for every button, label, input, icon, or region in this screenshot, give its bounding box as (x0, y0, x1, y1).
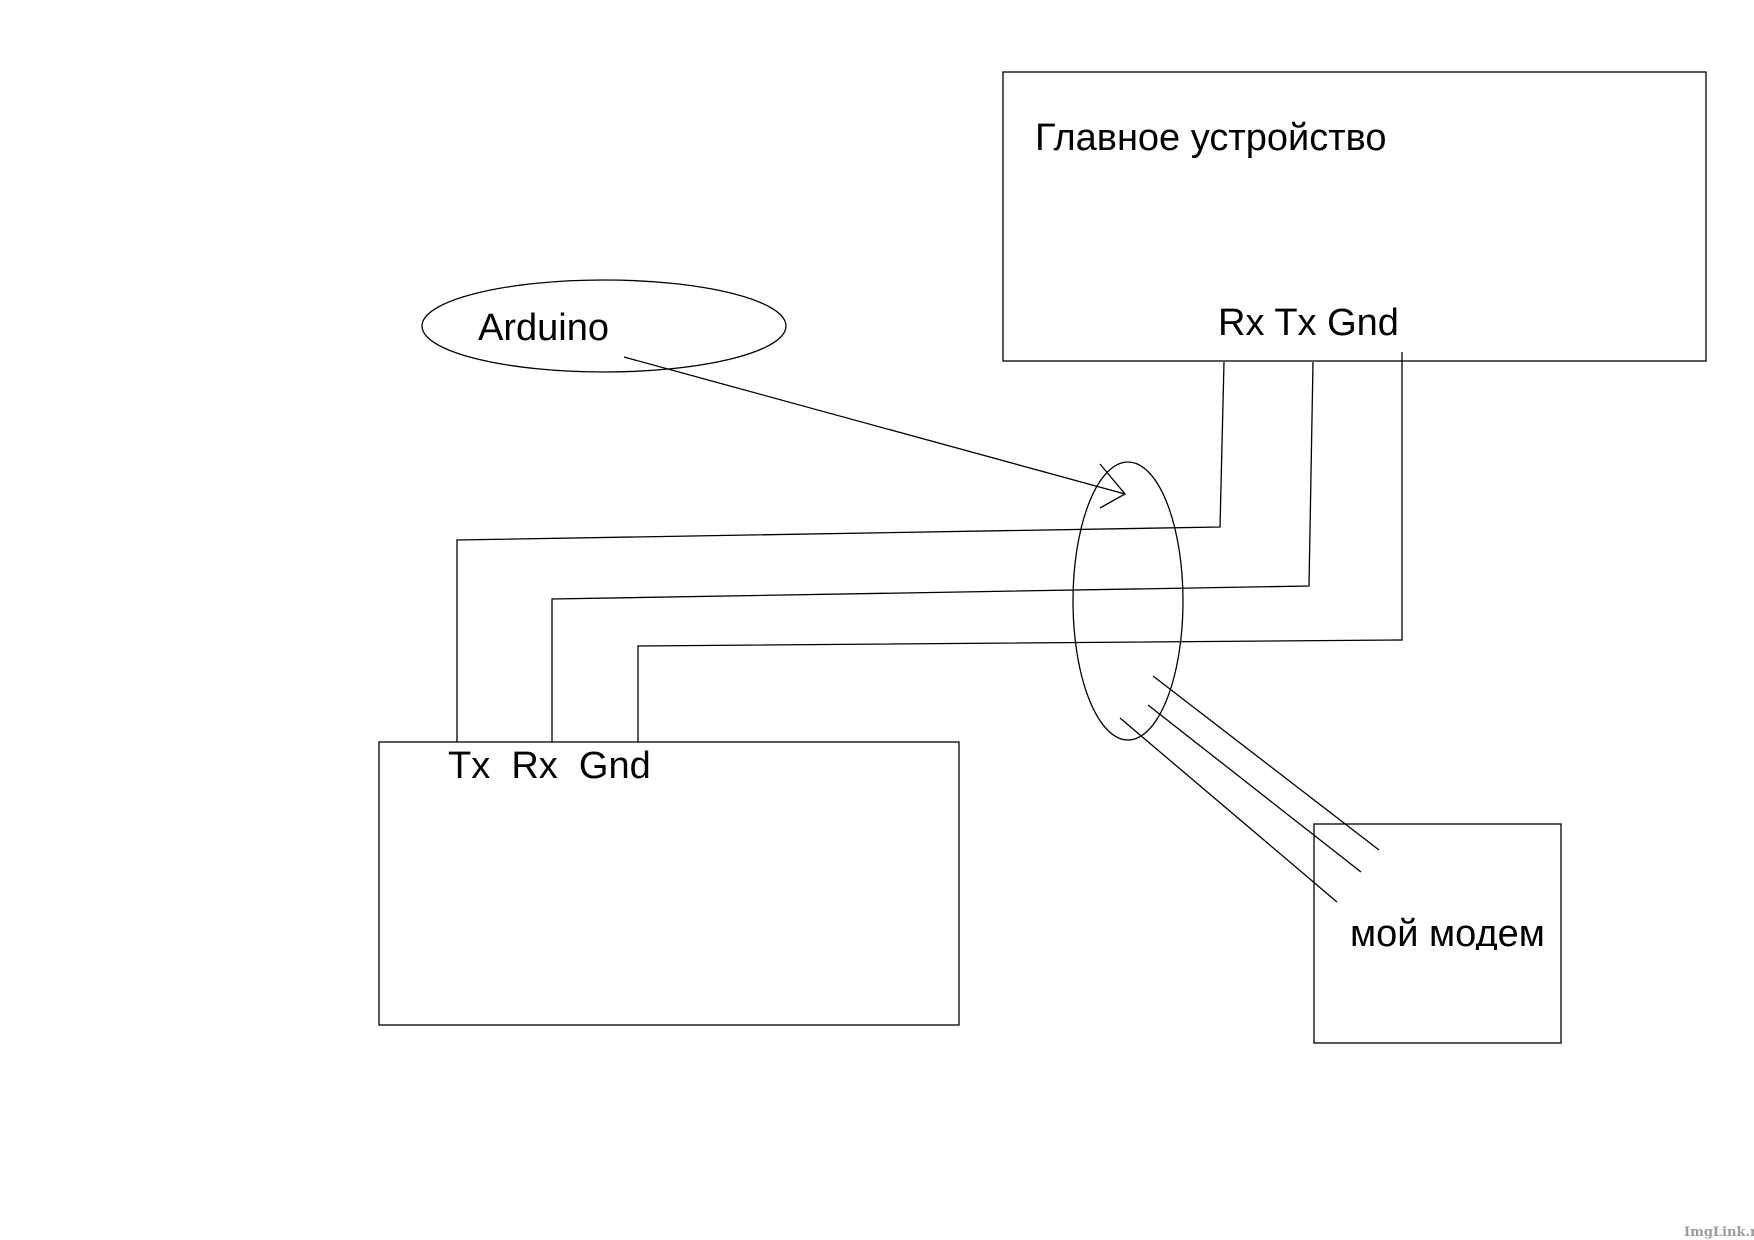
adapter-box (378, 741, 960, 1026)
arduino-pointer-arrow (623, 356, 1127, 509)
arduino-callout: Arduino (421, 279, 1127, 509)
adapter-pins: Tx Rx Gnd (448, 745, 651, 787)
modem-block: мой модем (1313, 823, 1562, 1044)
wires-junction-to-modem (1119, 675, 1380, 903)
arduino-ellipse (421, 279, 787, 373)
wire-modem-2 (1147, 704, 1362, 873)
main-device-title: Главное устройство (1035, 117, 1387, 159)
wire-modem-3 (1119, 717, 1338, 903)
modem-title: мой модем (1350, 913, 1545, 955)
adapter-block: Tx Rx Gnd Адаптер для опроса и от (378, 741, 960, 1026)
wires-main-to-adapter (456, 352, 1403, 742)
wire-modem-1 (1152, 675, 1380, 851)
main-device-block: Главное устройство Rx Tx Gnd (1002, 71, 1707, 362)
wire-main-tx-to-adapter-rx (551, 361, 1314, 742)
wire-main-gnd-to-adapter-gnd (637, 352, 1403, 742)
wire-main-rx-to-adapter-tx (456, 361, 1225, 742)
watermark-text: ImgLink.ru (1684, 1225, 1754, 1240)
junction-ellipse (1072, 461, 1184, 741)
main-device-box (1002, 71, 1707, 362)
main-device-pins: Rx Tx Gnd (1218, 302, 1399, 344)
modem-box (1313, 823, 1562, 1044)
adapter-title: Адаптер для опроса и от (408, 864, 847, 906)
arduino-label: Arduino (478, 307, 609, 349)
